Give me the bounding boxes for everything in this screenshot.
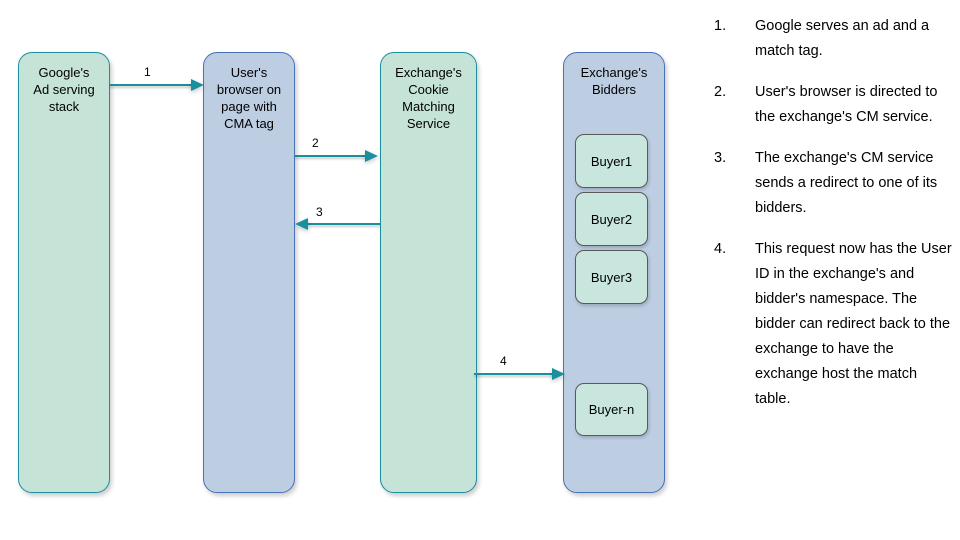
buyer-label-buyer3: Buyer3 — [590, 269, 633, 285]
arrow-4-line — [474, 373, 554, 376]
arrow-1-line — [110, 84, 193, 87]
step-text-3: The exchange's CM service sends a redire… — [755, 150, 938, 216]
arrow-3-number: 3 — [316, 205, 323, 219]
step-text-2: User's browser is directed to the exchan… — [755, 84, 938, 125]
arrow-2-number: 2 — [312, 136, 319, 150]
buyer-label-buyer-n: Buyer-n — [588, 402, 635, 417]
lane-label-exchange-bidders: Exchange's Bidders — [580, 65, 648, 97]
step-item-3: 3. The exchange's CM service sends a red… — [706, 146, 954, 221]
steps-list: 1. Google serves an ad and a match tag. … — [706, 14, 954, 428]
step-item-1: 1. Google serves an ad and a match tag. — [706, 14, 954, 64]
lane-label-exchange-cookie-matching-service: Exchange's Cookie Matching Service — [395, 65, 462, 131]
arrow-3-line — [308, 223, 380, 226]
lane-google-ad-serving-stack: Google's Ad serving stack — [18, 52, 110, 493]
arrow-2-head-right-icon — [365, 149, 378, 162]
step-text-4: This request now has the User ID in the … — [755, 241, 952, 407]
arrow-1-head-right-icon — [191, 78, 204, 91]
step-number-3: 3. — [714, 150, 727, 166]
arrow-2-line — [295, 155, 367, 158]
arrow-4-number: 4 — [500, 354, 507, 368]
buyer-box-buyer1: Buyer1 — [575, 134, 648, 188]
step-number-4: 4. — [714, 241, 727, 257]
buyer-box-buyer-n: Buyer-n — [575, 383, 648, 436]
step-item-2: 2. User's browser is directed to the exc… — [706, 80, 954, 130]
step-number-2: 2. — [714, 84, 727, 100]
buyer-label-buyer2: Buyer2 — [590, 211, 633, 227]
step-number-1: 1. — [714, 18, 727, 34]
arrow-4-head-right-icon — [552, 367, 565, 380]
step-text-1: Google serves an ad and a match tag. — [755, 18, 930, 59]
lane-user-browser: User's browser on page with CMA tag — [203, 52, 295, 493]
step-item-4: 4. This request now has the User ID in t… — [706, 237, 954, 412]
arrow-3-head-left-icon — [295, 217, 308, 230]
lane-exchange-cookie-matching-service: Exchange's Cookie Matching Service — [380, 52, 477, 493]
buyer-label-buyer1: Buyer1 — [590, 153, 633, 169]
lane-label-google-ad-serving-stack: Google's Ad serving stack — [33, 65, 95, 114]
buyer-box-buyer3: Buyer3 — [575, 250, 648, 304]
buyer-box-buyer2: Buyer2 — [575, 192, 648, 246]
arrow-1-number: 1 — [144, 65, 151, 79]
lane-label-user-browser: User's browser on page with CMA tag — [216, 65, 282, 131]
